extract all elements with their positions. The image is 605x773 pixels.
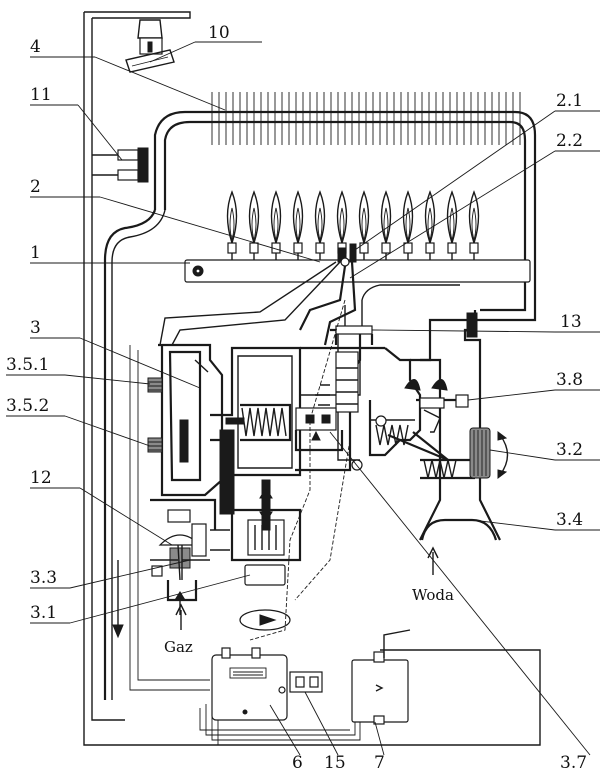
burner-flame <box>314 190 326 246</box>
label-4: 4 <box>30 37 41 57</box>
leader-line <box>69 559 191 589</box>
label-7: 7 <box>374 753 385 773</box>
leader-line <box>329 431 591 756</box>
leader-line <box>94 56 226 111</box>
label-3-5-1: 3.5.1 <box>6 355 49 375</box>
burner-nozzle <box>227 242 237 254</box>
burner-flame-inner <box>361 207 367 242</box>
thermal-switch-11 <box>92 147 149 183</box>
label-3-8: 3.8 <box>556 370 583 390</box>
label-15: 15 <box>324 753 346 773</box>
burner-flame <box>270 190 282 246</box>
condensate-arrow <box>112 560 124 639</box>
leader-line <box>99 196 321 263</box>
leader-line <box>64 415 151 447</box>
burner-flame-inner <box>251 207 257 242</box>
flow-knob-3-2 <box>420 427 509 480</box>
burner-flame-inner <box>273 207 279 242</box>
leader-line <box>349 150 556 279</box>
label-12: 12 <box>30 468 52 488</box>
label-3-2: 3.2 <box>556 440 583 460</box>
battery-box-7 <box>351 629 411 725</box>
burner-nozzle <box>293 242 303 254</box>
combustion-chamber <box>103 209 166 700</box>
label-6: 6 <box>292 753 303 773</box>
burner-flame-inner <box>229 207 235 242</box>
adjust-screw-3-5-2 <box>147 437 163 453</box>
heat-exchanger-4 <box>153 92 537 322</box>
leader-line <box>77 104 123 161</box>
burner-flame <box>248 190 260 246</box>
water-inlet-label: Woda <box>412 586 454 604</box>
leader-line <box>64 374 151 385</box>
burner-flame <box>402 190 414 246</box>
burner-flame <box>292 190 304 246</box>
pilot-electrode-2 <box>159 243 357 346</box>
water-channel-right <box>410 310 501 541</box>
burner-nozzle <box>315 242 325 254</box>
label-3-4: 3.4 <box>556 510 583 530</box>
control-wiring <box>129 299 379 745</box>
flue-sensor-10 <box>125 19 175 73</box>
burner-nozzle <box>469 242 479 254</box>
gas-inlet-label: Gaz <box>164 638 193 656</box>
burner-nozzle <box>403 242 413 254</box>
label-10: 10 <box>208 23 230 43</box>
label-1: 1 <box>30 243 41 263</box>
leader-line <box>69 574 251 624</box>
temperature-selector-3-8 <box>404 379 469 433</box>
leader-line <box>304 691 339 756</box>
burner-flame <box>446 190 458 246</box>
label-3-3: 3.3 <box>30 568 57 588</box>
leader-line <box>79 337 201 389</box>
leader-line <box>467 389 556 401</box>
label-3: 3 <box>30 318 41 338</box>
leader-line <box>371 329 556 333</box>
burner-nozzle <box>249 242 259 254</box>
leader-line <box>374 721 385 756</box>
flow-switch-3-7 <box>294 407 344 452</box>
burner-manifold-1 <box>184 259 531 283</box>
leader-line <box>79 487 173 546</box>
burner-nozzle <box>447 242 457 254</box>
label-2: 2 <box>30 177 41 197</box>
gas-valve-solenoid-3-1 <box>191 479 302 631</box>
leader-line <box>149 41 196 63</box>
burner-flame-inner <box>317 207 323 242</box>
burner-flame <box>336 190 348 246</box>
leader-line <box>471 519 556 531</box>
callout-labels: 10 4 11 2.1 2.2 2 1 3 13 3.5.1 3.8 3.5.2… <box>6 23 587 773</box>
label-2-2: 2.2 <box>556 131 583 151</box>
adjust-screw-3-5-1 <box>147 377 163 393</box>
callout-leaders <box>6 41 600 756</box>
leader-line <box>269 704 301 756</box>
label-2-1: 2.1 <box>556 91 583 111</box>
leader-line <box>351 110 556 253</box>
water-inlet-3-4: Woda <box>412 518 498 604</box>
label-3-1: 3.1 <box>30 603 57 623</box>
burner-nozzle <box>359 242 369 254</box>
burner-flame-inner <box>339 207 345 242</box>
label-11: 11 <box>30 85 52 105</box>
gas-regulator-12 <box>150 498 217 615</box>
burner-flame <box>380 190 392 246</box>
label-13: 13 <box>560 312 582 332</box>
label-3-7: 3.7 <box>560 753 587 773</box>
burner-flame-inner <box>449 207 455 242</box>
burner-flame-inner <box>295 207 301 242</box>
leader-line <box>489 449 556 461</box>
casing <box>83 11 541 746</box>
microswitch-15 <box>289 671 323 693</box>
label-3-5-2: 3.5.2 <box>6 396 49 416</box>
burner-flame-inner <box>427 207 433 242</box>
burner-nozzle <box>425 242 435 254</box>
burner-flame <box>358 190 370 246</box>
burner-flame-inner <box>405 207 411 242</box>
control-unit-6 <box>211 647 288 721</box>
burner-flame-inner <box>471 207 477 242</box>
burner-flame-inner <box>383 207 389 242</box>
burner-nozzle <box>381 242 391 254</box>
gas-inlet: Gaz <box>164 603 193 656</box>
